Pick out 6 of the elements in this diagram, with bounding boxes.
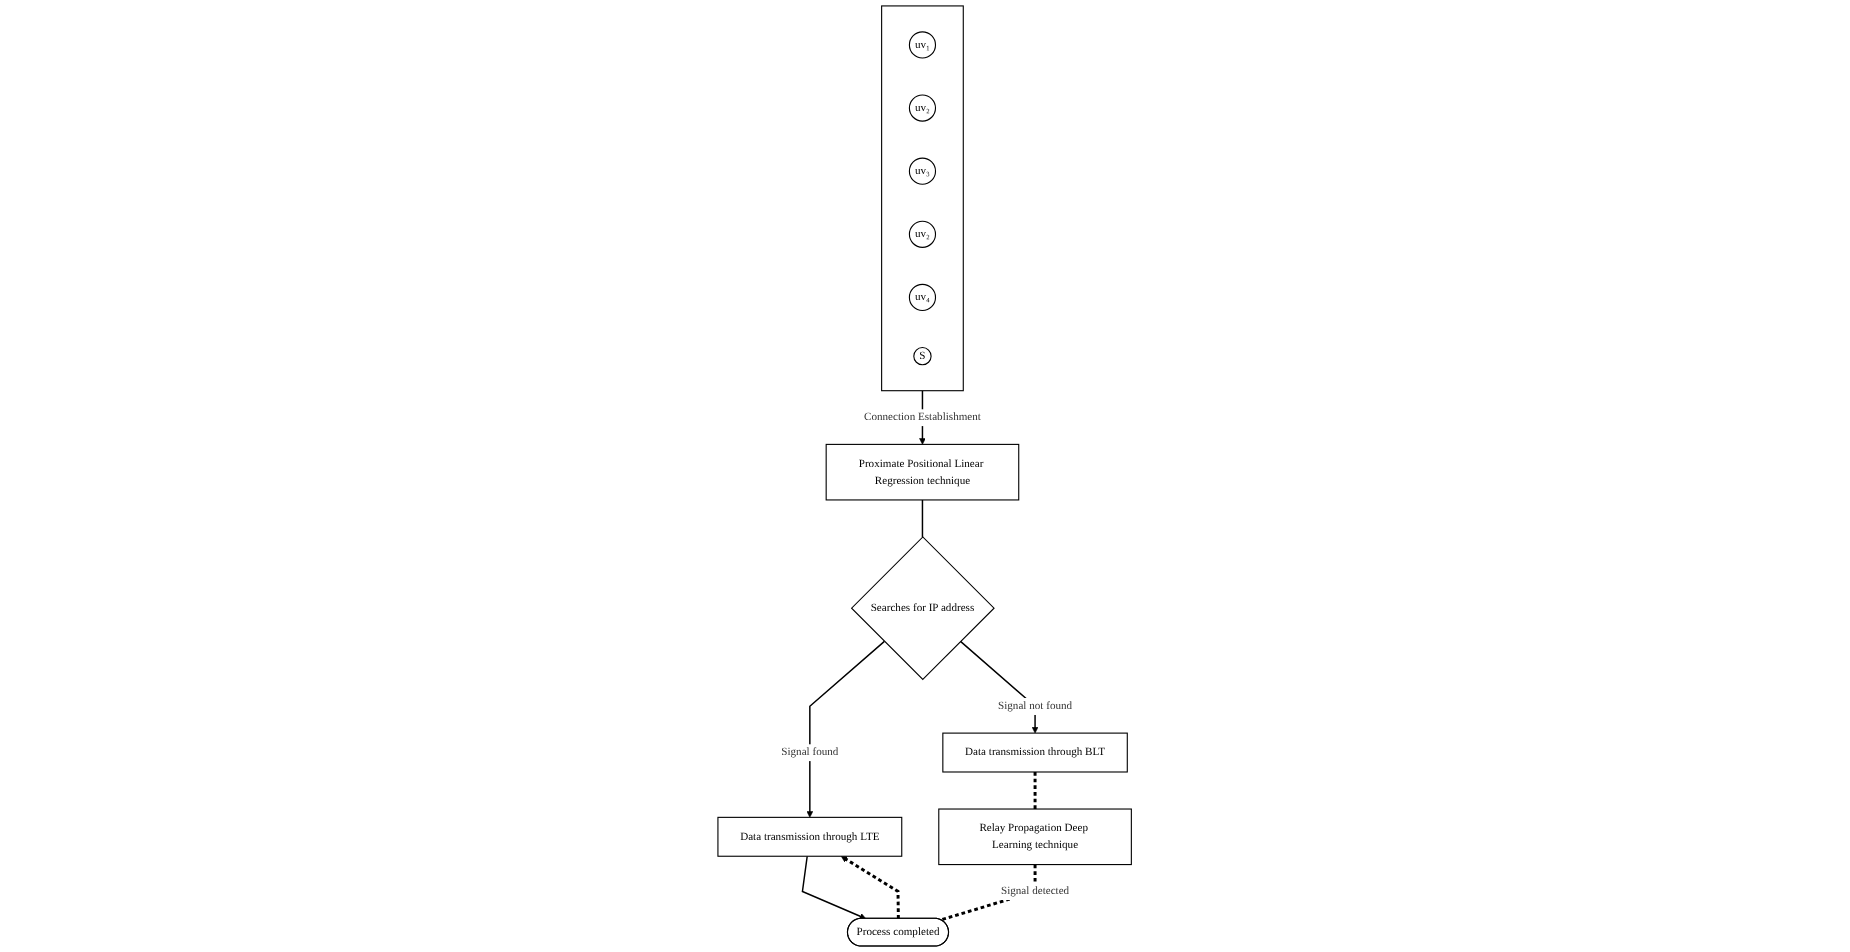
arrow — [806, 640, 886, 818]
cluster — [881, 5, 965, 392]
arrow — [801, 855, 867, 920]
arrow — [841, 855, 901, 919]
connector — [1033, 772, 1037, 809]
connector — [922, 499, 924, 538]
